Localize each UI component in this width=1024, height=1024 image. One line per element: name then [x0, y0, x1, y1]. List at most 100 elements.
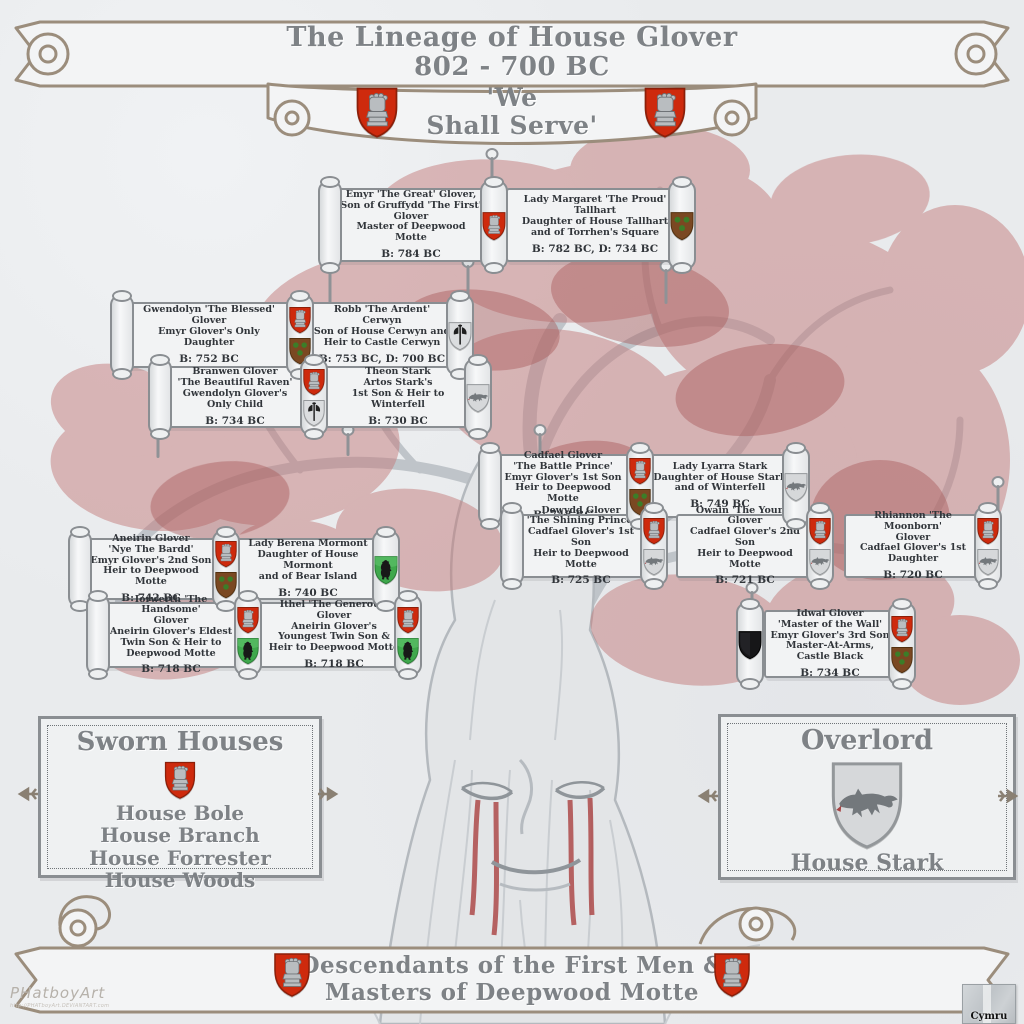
- cerwyn-shield-icon: [302, 398, 326, 427]
- poster-title: The Lineage of House Glover: [286, 22, 738, 53]
- glover-shield-icon: [890, 614, 914, 643]
- person-birth: B: 734 BC: [800, 667, 860, 680]
- overlord-title: Overlord: [801, 725, 933, 756]
- person-birth: B: 718 BC: [141, 663, 201, 676]
- stark-shield-icon: [826, 756, 908, 851]
- scroll-roll: [464, 358, 492, 436]
- cymru-stamp: Cymru: [962, 984, 1016, 1024]
- scroll-roll: [668, 180, 696, 270]
- scroll-roll: [234, 594, 262, 676]
- glover-shield-icon: [808, 516, 832, 545]
- glover-shield-icon: [288, 305, 312, 334]
- person-box-aneirin-glover: Aneirin Glover 'Nye The Bardd' Emyr Glov…: [82, 533, 220, 604]
- scroll-roll: [782, 446, 810, 526]
- stark-shield-icon: [976, 547, 1000, 576]
- scroll-roll: [974, 506, 1002, 586]
- person-box-berena-mormont: Lady Berena Mormont Daughter of House Mo…: [232, 538, 384, 600]
- arrow-finial-icon: [318, 786, 339, 802]
- stark-shield-icon: [783, 471, 809, 502]
- person-name: Aneirin Glover 'Nye The Bardd' Emyr Glov…: [90, 532, 212, 588]
- scroll-roll: [478, 446, 502, 526]
- cerwyn-shield-icon: [447, 320, 473, 351]
- scroll-roll: [500, 506, 524, 586]
- glover-shield-icon: [712, 950, 752, 998]
- person-box-ithel-glover: Ithel 'The Generous' Glover Aneirin Glov…: [258, 598, 410, 671]
- person-name: Iorwerth 'The Handsome' Glover Aneirin G…: [109, 593, 233, 659]
- sworn-house-item: House Branch: [100, 823, 260, 848]
- tallhart-shield-icon: [669, 210, 695, 241]
- person-name: Owain 'The Young' Glover Cadfael Glover'…: [690, 504, 800, 570]
- person-name: Branwen Glover 'The Beautiful Raven' Gwe…: [177, 366, 293, 410]
- person-box-owain-glover: Owain 'The Young' Glover Cadfael Glover'…: [676, 505, 814, 586]
- person-birth: B: 749 BC: [690, 498, 750, 511]
- person-birth: B: 718 BC: [304, 658, 364, 671]
- overlord-house: House Stark: [790, 850, 944, 876]
- scroll-roll: [318, 180, 342, 270]
- person-name: Cadfael Glover 'The Battle Prince' Emyr …: [504, 449, 622, 505]
- scroll-roll: [212, 530, 240, 608]
- glover-shield-icon: [642, 516, 666, 545]
- person-name: Emyr 'The Great' Glover, Son of Gruffydd…: [340, 188, 482, 244]
- scroll-roll: [736, 602, 764, 686]
- glover-shield-icon: [396, 605, 420, 634]
- person-box-emyr-glover: Emyr 'The Great' Glover, Son of Gruffydd…: [334, 188, 488, 262]
- person-birth: B: 752 BC: [179, 352, 239, 365]
- person-birth: B: 725 BC: [551, 574, 611, 587]
- nights-watch-shield-icon: [737, 629, 763, 660]
- arrow-finial-icon: [697, 788, 718, 804]
- sworn-house-item: House Woods: [104, 868, 256, 893]
- person-birth: B: 742 BC: [121, 592, 181, 605]
- tallhart-shield-icon: [890, 645, 914, 674]
- person-box-iorwerth-glover: Iorwerth 'The Handsome' Glover Aneirin G…: [100, 594, 242, 675]
- arrow-finial-icon: [998, 788, 1019, 804]
- sworn-house-item: House Forrester: [89, 845, 271, 870]
- scroll-spindle: [340, 424, 356, 456]
- stark-shield-icon: [808, 547, 832, 576]
- artist-signature: PHatboyArt: [10, 984, 106, 1002]
- person-box-rhiannon-glover: Rhiannon 'The Moonborn' Glover Cadfael G…: [844, 509, 982, 582]
- person-name: Robb 'The Ardent' Cerwyn Son of House Ce…: [313, 304, 451, 348]
- scroll-roll: [480, 180, 508, 270]
- person-name: Dewydd Glover 'The Shining Prince' Cadfa…: [526, 504, 636, 570]
- person-name: Ithel 'The Generous' Glover Aneirin Glov…: [268, 598, 400, 654]
- stark-shield-icon: [465, 382, 491, 413]
- person-box-robb-cerwyn: Robb 'The Ardent' Cerwyn Son of House Ce…: [306, 302, 458, 368]
- scroll-roll: [300, 358, 328, 436]
- person-birth: B: 721 BC: [715, 574, 775, 587]
- scroll-roll: [806, 506, 834, 586]
- stamp-tree-image: [983, 985, 991, 1023]
- glover-shield-icon: [354, 84, 400, 139]
- overlord-box: Overlord House Stark: [718, 714, 1016, 880]
- person-name: Lady Berena Mormont Daughter of House Mo…: [248, 538, 368, 582]
- scroll-roll: [372, 530, 400, 608]
- artist-url: http://PHATboyArt.DEVIANTART.com: [10, 1003, 110, 1009]
- person-name: Gwendolyn 'The Blessed' Glover Emyr Glov…: [143, 304, 275, 348]
- scroll-roll: [888, 602, 916, 686]
- mormont-shield-icon: [396, 636, 420, 665]
- glover-shield-icon: [481, 210, 507, 241]
- scroll-roll: [110, 294, 134, 376]
- mormont-shield-icon: [236, 636, 260, 665]
- person-name: Lady Margaret 'The Proud' Tallhart Daugh…: [521, 194, 669, 238]
- bottom-banner-text: Descendants of the First Men & Masters o…: [299, 952, 725, 1007]
- mormont-shield-icon: [373, 554, 399, 585]
- glover-shield-icon: [628, 456, 652, 485]
- glover-shield-icon: [976, 516, 1000, 545]
- person-name: Idwal Glover 'Master of the Wall' Emyr G…: [770, 607, 890, 663]
- person-birth: B: 730 BC: [368, 414, 428, 427]
- tallhart-shield-icon: [214, 570, 238, 599]
- person-box-idwal-glover: Idwal Glover 'Master of the Wall' Emyr G…: [764, 607, 896, 680]
- sworn-houses-box: Sworn Houses House Bole House Branch Hou…: [38, 716, 322, 892]
- person-box-branwen-glover: Branwen Glover 'The Beautiful Raven' Gwe…: [162, 366, 308, 428]
- person-birth: B: 753 BC, D: 700 BC: [318, 352, 446, 365]
- house-motto: 'We Shall Serve': [426, 83, 598, 140]
- poster-dates: 802 - 700 BC: [414, 52, 610, 82]
- sworn-house-item: House Bole: [115, 801, 245, 825]
- person-name: Rhiannon 'The Moonborn' Glover Cadfael G…: [859, 509, 967, 565]
- person-birth: B: 720 BC: [883, 569, 943, 582]
- scroll-roll: [394, 594, 422, 676]
- glover-shield-icon: [642, 84, 688, 139]
- scroll-roll: [640, 506, 668, 586]
- person-birth: B: 734 BC: [205, 414, 265, 427]
